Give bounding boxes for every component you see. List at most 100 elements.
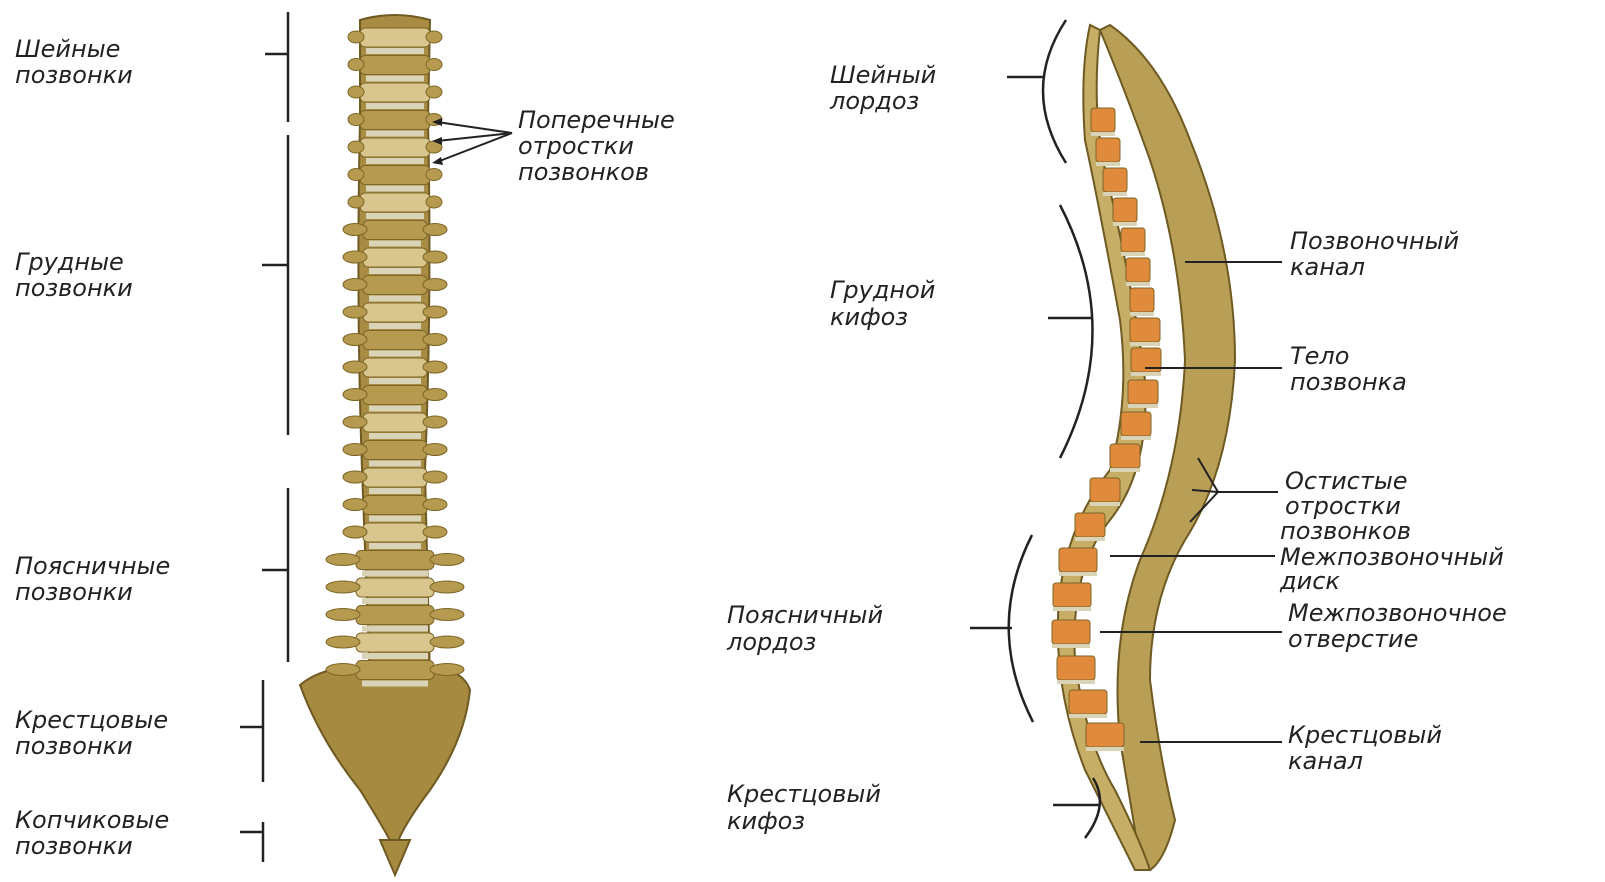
side-vertebral-body (1052, 620, 1090, 644)
front-disc (362, 626, 428, 632)
spinous-arrows (1190, 458, 1278, 522)
label-sacral-vertebrae: Крестцовые позвонки (15, 706, 168, 760)
bracket-cervical-lordosis (1043, 20, 1066, 163)
front-transverse-process (348, 196, 364, 208)
side-disc (1130, 312, 1154, 316)
front-disc (369, 351, 421, 357)
side-vertebral-body (1130, 318, 1160, 342)
front-transverse-process (423, 526, 447, 538)
label-lumbar-line1: Поясничные (15, 552, 170, 580)
transverse-arrows (432, 118, 512, 165)
front-vertebra (356, 606, 434, 625)
front-transverse-process (423, 306, 447, 318)
label-cervical-line1: Шейные (15, 35, 120, 63)
side-vertebral-body (1096, 138, 1120, 162)
front-transverse-process (343, 224, 367, 236)
label-sacral-line1: Крестцовые (15, 706, 168, 734)
front-vertebra (363, 331, 427, 350)
side-disc (1091, 132, 1115, 136)
coccyx-shape (380, 840, 410, 875)
label-foramen-line2: отверстие (1288, 625, 1418, 653)
side-vertebral-body (1121, 412, 1151, 436)
side-disc (1075, 537, 1105, 541)
front-disc (362, 598, 428, 604)
front-transverse-process (423, 279, 447, 291)
side-disc (1110, 468, 1140, 472)
front-disc (369, 433, 421, 439)
side-vertebral-body (1113, 198, 1137, 222)
side-disc (1126, 282, 1150, 286)
front-transverse-process (326, 609, 360, 621)
side-vertebral-body (1091, 108, 1115, 132)
label-sacral-kyphosis-line1: Крестцовый (727, 780, 881, 808)
side-disc (1090, 502, 1120, 506)
front-transverse-process (348, 169, 364, 181)
front-vertebra (363, 468, 427, 487)
front-transverse-process (423, 334, 447, 346)
label-thoracic-vertebrae: Грудные позвонки (15, 248, 133, 302)
label-thoracic-kyphosis: Грудной кифоз (830, 276, 935, 331)
front-disc (366, 213, 424, 219)
front-transverse-process (343, 334, 367, 346)
front-transverse-process (348, 59, 364, 71)
label-coccygeal-line2: позвонки (15, 832, 133, 860)
front-vertebra (363, 413, 427, 432)
label-coccygeal-vertebrae: Копчиковые позвонки (15, 806, 169, 860)
front-vertebra (356, 661, 434, 680)
front-vertebra (360, 56, 430, 75)
side-spine-illustration (1052, 25, 1235, 870)
label-spinal-canal-line2: канал (1290, 253, 1365, 281)
front-vertebra (363, 248, 427, 267)
label-foramen-line1: Межпозвоночное (1288, 599, 1507, 627)
label-spinous-line3: позвонков (1280, 517, 1411, 545)
front-transverse-process (326, 554, 360, 566)
front-disc (362, 571, 428, 577)
front-transverse-process (326, 636, 360, 648)
front-disc (362, 681, 428, 687)
front-vertebra (360, 28, 430, 47)
label-vertebral-body: Тело позвонка (1290, 342, 1407, 396)
front-transverse-process (343, 279, 367, 291)
front-disc (369, 323, 421, 329)
front-disc (366, 158, 424, 164)
arrowhead-transverse-3 (432, 157, 443, 165)
front-transverse-process (423, 361, 447, 373)
front-vertebra (360, 193, 430, 212)
front-transverse-process (343, 526, 367, 538)
front-transverse-process (423, 224, 447, 236)
label-intervertebral-foramen: Межпозвоночное отверстие (1288, 599, 1507, 653)
label-sacral-kyphosis: Крестцовый кифоз (727, 780, 881, 835)
front-transverse-process (430, 636, 464, 648)
label-cervical-vertebrae: Шейные позвонки (15, 35, 133, 89)
front-transverse-process (348, 31, 364, 43)
label-vertebral-body-line2: позвонка (1290, 368, 1407, 396)
front-transverse-process (426, 31, 442, 43)
bracket-thoracic-kyphosis (1060, 205, 1093, 458)
front-vertebra (356, 578, 434, 597)
label-sacral-line2: позвонки (15, 732, 133, 760)
side-disc (1059, 572, 1097, 576)
front-disc (369, 406, 421, 412)
bracket-lumbar-lordosis (1009, 535, 1033, 722)
front-disc (369, 268, 421, 274)
side-disc (1121, 436, 1151, 440)
side-disc (1130, 342, 1160, 346)
front-transverse-process (343, 444, 367, 456)
sacrum-shape (300, 666, 470, 850)
front-disc (369, 516, 421, 522)
front-transverse-process (326, 664, 360, 676)
front-vertebra (356, 633, 434, 652)
front-brackets (240, 12, 288, 862)
label-cervical-lordosis: Шейный лордоз (829, 61, 936, 115)
side-disc (1069, 714, 1107, 718)
front-disc (369, 461, 421, 467)
front-vertebra (363, 386, 427, 405)
side-vertebral-body (1053, 583, 1091, 607)
front-transverse-process (423, 389, 447, 401)
label-lumbar-lordosis: Поясничный лордоз (726, 601, 883, 656)
side-vertebral-body (1057, 656, 1095, 680)
label-sacral-canal: Крестцовый канал (1288, 721, 1442, 775)
front-spine-illustration (300, 15, 470, 875)
front-vertebra (356, 551, 434, 570)
